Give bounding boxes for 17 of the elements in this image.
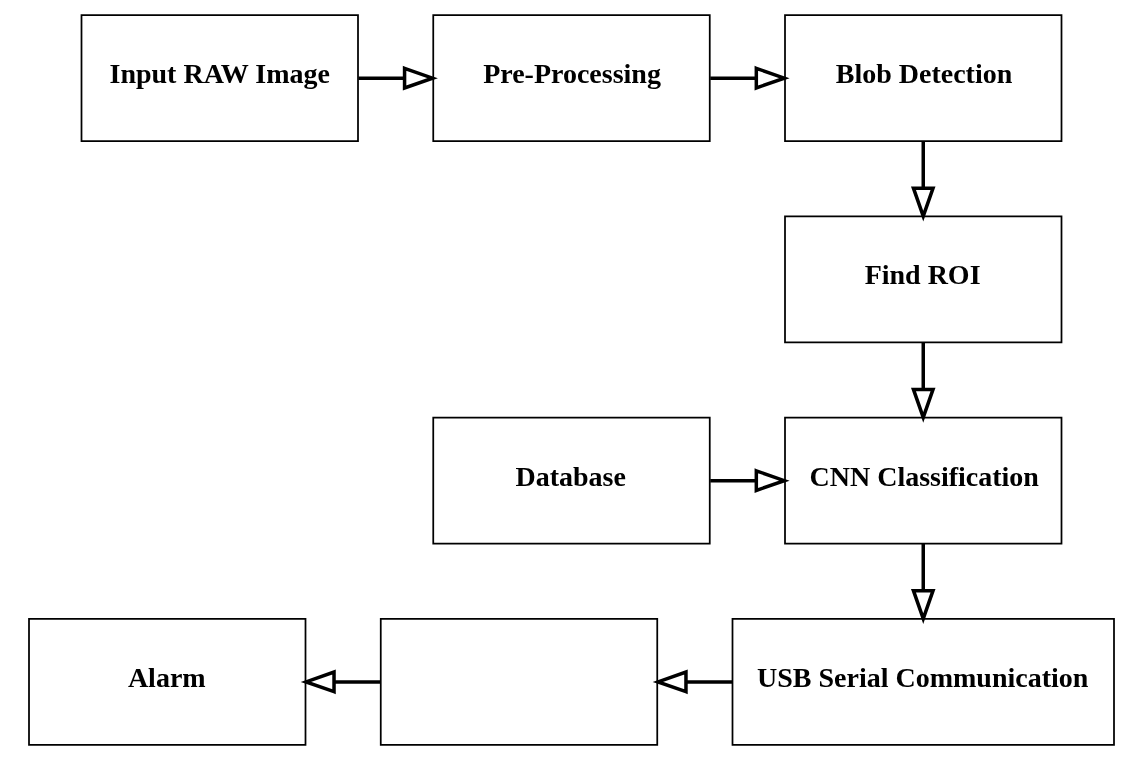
arrow (910, 342, 935, 423)
node-box: Database (431, 416, 711, 545)
node-box: USB Serial Communication (731, 618, 1115, 746)
node-box: Alarm (27, 618, 306, 746)
arrow (300, 669, 380, 695)
arrow (910, 543, 935, 624)
node-box: CNN Classification (783, 416, 1062, 545)
node-box: Pre-Processing (431, 14, 711, 142)
node-box: Blob Detection (783, 14, 1062, 142)
node-box: Input RAW Image (80, 14, 359, 142)
arrow (652, 669, 732, 695)
arrow (709, 65, 790, 91)
arrow (910, 141, 935, 222)
arrow (358, 65, 438, 91)
node-box: Find ROI (783, 215, 1062, 344)
node-box (379, 618, 658, 746)
arrow (709, 468, 790, 493)
